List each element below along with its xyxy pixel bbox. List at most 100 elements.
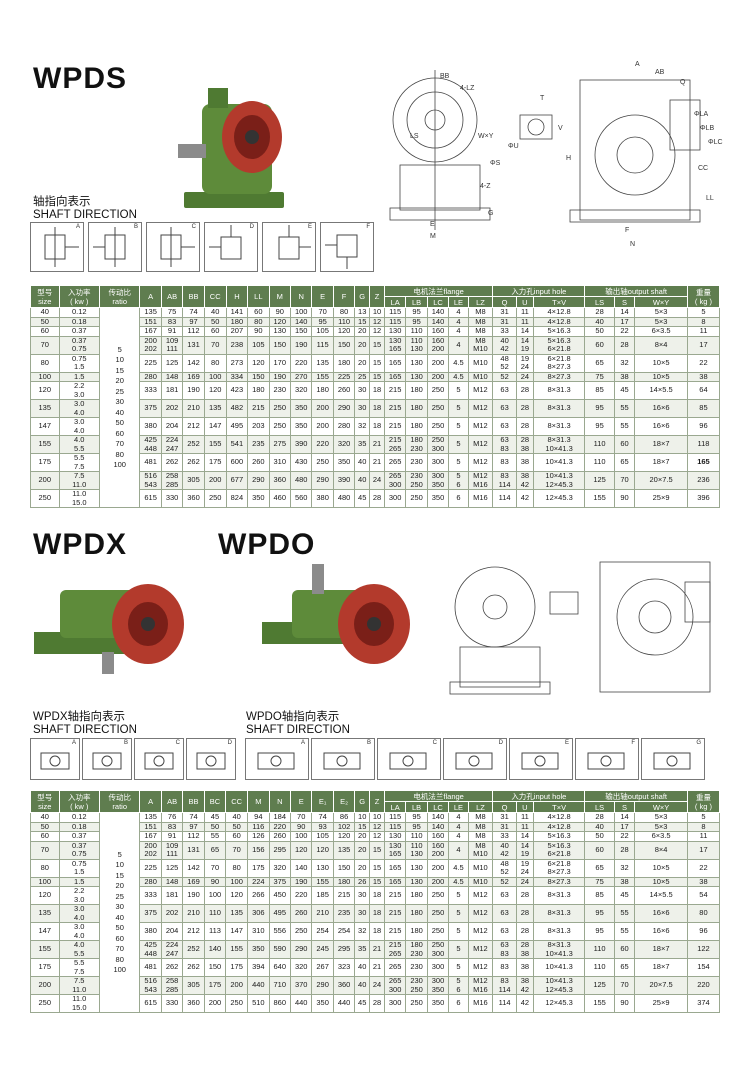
table-cell: 250	[426, 399, 450, 418]
subcol: LZ	[467, 296, 494, 308]
table-cell: 142	[182, 858, 205, 878]
table-cell: 375	[268, 876, 292, 887]
col-bb: BB	[182, 285, 205, 308]
table-cell: 28	[515, 922, 534, 941]
table-cell: 254	[332, 922, 356, 941]
col-f: F	[332, 285, 356, 308]
table-cell: 4.0 5.5	[58, 435, 100, 454]
table-cell: 250	[268, 417, 292, 436]
col-e: E	[311, 285, 334, 308]
table-cell: 0.75 1.5	[58, 353, 100, 373]
table-cell: 310	[247, 922, 270, 941]
col-e1: E₁	[311, 790, 334, 813]
table-cell: 360	[182, 489, 205, 508]
table-cell: 22	[686, 353, 721, 373]
table-cell: 4.5	[448, 371, 469, 382]
table-cell: 190	[268, 371, 292, 382]
table-cell: 5	[448, 381, 469, 400]
table-cell: 8×31.3	[532, 922, 586, 941]
table-cell: 3.0 4.0	[58, 904, 100, 923]
table-cell: 18	[369, 381, 385, 400]
svg-text:G: G	[488, 210, 493, 217]
table-cell: 250	[426, 886, 450, 905]
shaft-diagram: B	[311, 738, 375, 780]
table-cell: 8×27.3	[532, 876, 586, 887]
table-cell: 38	[686, 371, 721, 382]
table-cell: 74	[311, 812, 334, 823]
table-cell: 8×4	[634, 840, 688, 860]
table-cell: 130	[383, 831, 407, 842]
table-cell: 5	[686, 812, 721, 823]
ratio-value: 30	[115, 397, 124, 406]
table-cell: 203	[247, 417, 270, 436]
table-cell: 150	[332, 335, 356, 355]
subcol: LA	[383, 296, 407, 308]
table-cell: 5×16.3	[532, 831, 586, 842]
table-cell: 18	[369, 399, 385, 418]
table-cell: 60	[30, 831, 60, 842]
table-cell: 126	[247, 831, 270, 842]
table-cell: 131	[182, 840, 205, 860]
table-cell: 220	[289, 353, 313, 373]
table-cell: 19 24	[515, 858, 534, 878]
shaft-diagram: C	[134, 738, 184, 780]
ratio-value: 50	[115, 923, 124, 932]
table-cell: 250	[203, 489, 227, 508]
table-cell: 120	[203, 381, 227, 400]
table-cell: M12	[467, 886, 494, 905]
table-cell: 110	[584, 958, 615, 977]
table-cell: 215	[383, 922, 407, 941]
table-cell: M12	[467, 399, 494, 418]
table-cell: 150	[289, 326, 313, 337]
table-cell: 28	[515, 904, 534, 923]
table-cell: 130	[405, 858, 428, 878]
table-cell: 95	[584, 904, 615, 923]
table-cell: 4	[448, 831, 469, 842]
table-cell: 125	[160, 858, 184, 878]
table-cell: 96	[686, 417, 721, 436]
table-cell: 165	[686, 453, 721, 472]
table-cell: 80	[30, 353, 60, 373]
table-cell: 290	[332, 399, 356, 418]
table-cell: 481	[139, 453, 162, 472]
table-cell: 135	[30, 904, 60, 923]
table-cell: 95	[584, 417, 615, 436]
table-cell: 202	[160, 399, 184, 418]
table-cell: 38	[613, 371, 636, 382]
table-cell: 21	[369, 435, 385, 454]
table-cell: 45	[613, 886, 636, 905]
table-cell: 300	[426, 453, 450, 472]
table-cell: 14 19	[515, 840, 534, 860]
table-cell: 640	[268, 958, 292, 977]
table-cell: 35	[354, 435, 371, 454]
table-cell: 175	[247, 858, 270, 878]
col-e2: E₂	[332, 790, 356, 813]
table-cell: 320	[268, 858, 292, 878]
col-ab: AB	[160, 790, 184, 813]
ratio-value: 50	[115, 418, 124, 427]
table-cell: 175	[203, 453, 227, 472]
table-cell: 5.5 7.5	[58, 958, 100, 977]
table-cell: 100	[30, 371, 60, 382]
table-cell: 0.12	[58, 812, 100, 823]
table-cell: 215	[383, 399, 407, 418]
table-cell: 250	[30, 489, 60, 508]
subcol: Q	[492, 801, 517, 813]
table-cell: 3.0 4.0	[58, 399, 100, 418]
table-cell: 180	[405, 399, 428, 418]
table-cell: 24	[369, 976, 385, 995]
table-cell: 28 38	[515, 940, 534, 959]
table-cell: 0.37 0.75	[58, 840, 100, 860]
table-cell: 18×7	[634, 958, 688, 977]
table-cell: M10	[467, 371, 494, 382]
subcol: U	[515, 801, 534, 813]
shaft-diagram: G	[641, 738, 705, 780]
table-cell: M12 M16	[467, 976, 494, 995]
table-cell: 175	[30, 958, 60, 977]
col-bb: BB	[182, 790, 205, 813]
table-cell: 200	[426, 876, 450, 887]
